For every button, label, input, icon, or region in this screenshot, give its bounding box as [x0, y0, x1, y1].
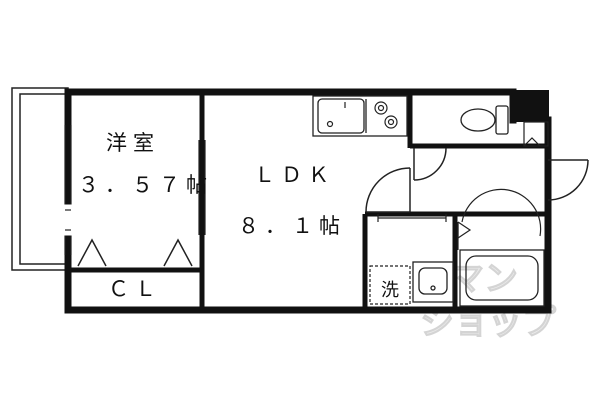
ldk-name: ＬＤＫ — [254, 163, 335, 187]
washer-label: 洗 — [381, 280, 399, 301]
interior-walls — [68, 92, 548, 310]
closet-doors — [77, 238, 193, 267]
bathtub-icon — [459, 249, 545, 307]
ldk-size: ８．１帖 — [238, 214, 346, 238]
entrance-door — [547, 159, 589, 201]
washer-space — [369, 265, 411, 305]
wash-basin-icon — [412, 261, 454, 303]
western-room-size: ３．５７帖 — [78, 173, 213, 197]
toilet-icon — [460, 105, 509, 135]
stove-icon — [374, 101, 398, 129]
entrance-step — [523, 121, 549, 147]
balcony — [11, 87, 69, 271]
pipe-shaft — [513, 90, 549, 122]
watermark: マン ショップ — [420, 259, 557, 344]
western-room-name: 洋室 — [106, 131, 160, 155]
sink-icon — [326, 102, 346, 128]
closet-name: ＣＬ — [108, 277, 162, 301]
toilet-door — [413, 147, 447, 181]
kitchen-counter — [312, 95, 408, 137]
bathroom-door — [457, 188, 542, 250]
ldk-door — [365, 167, 411, 213]
watermark-line1: マン — [450, 259, 518, 299]
window-marks — [61, 204, 75, 236]
